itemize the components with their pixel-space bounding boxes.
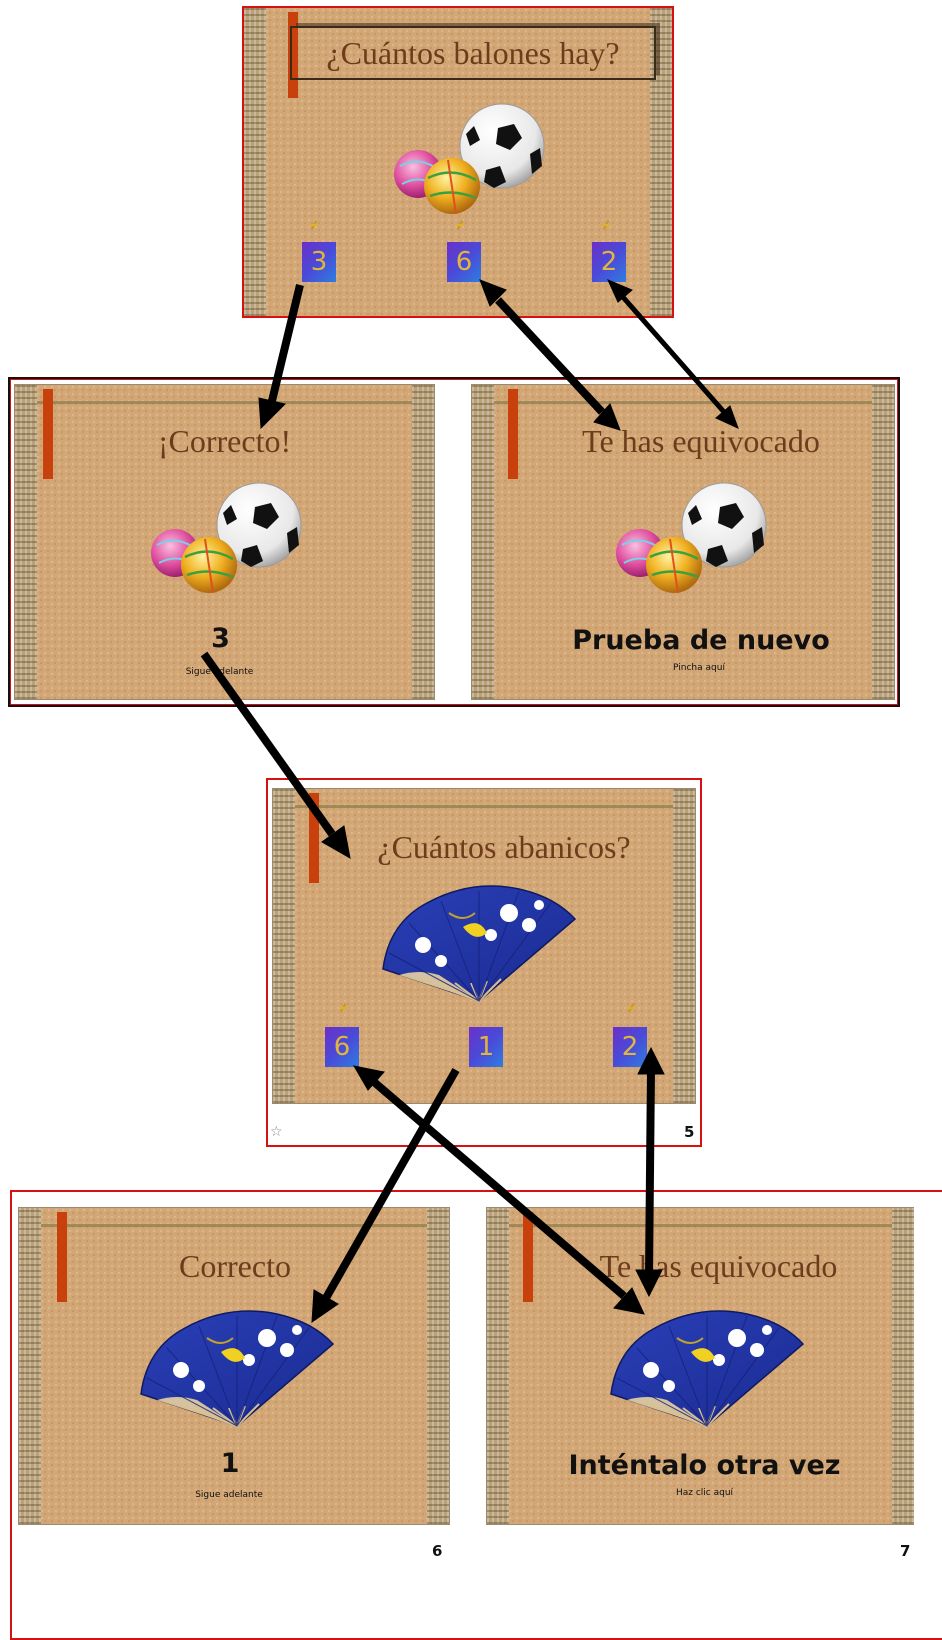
option-button-1[interactable]: 1 bbox=[469, 1027, 503, 1067]
answer-number: 3 bbox=[14, 623, 434, 654]
decor-top-band bbox=[494, 401, 872, 404]
option-button-2[interactable]: 2 bbox=[592, 242, 626, 282]
fan-image bbox=[137, 1308, 333, 1426]
retry-message: Prueba de nuevo bbox=[508, 625, 894, 656]
animation-spark-icon bbox=[456, 220, 464, 230]
page-number: 7 bbox=[900, 1542, 910, 1560]
slide-balls-wrong: Te has equivocado Prueba de nuevo Pincha… bbox=[471, 384, 895, 700]
retry-link[interactable]: Pincha aquí bbox=[504, 663, 894, 673]
slide-balls-question: ¿Cuántos balones hay? 3 6 2 bbox=[242, 6, 674, 318]
animation-spark-icon bbox=[310, 220, 318, 230]
decor-top-band bbox=[41, 1224, 427, 1227]
slide-title: ¿Cuántos abanicos? bbox=[313, 829, 695, 866]
decor-strip-left bbox=[244, 8, 266, 316]
decor-top-band bbox=[295, 805, 673, 808]
option-button-3[interactable]: 3 bbox=[302, 242, 336, 282]
animation-spark-icon bbox=[627, 1003, 635, 1013]
page-number: 6 bbox=[432, 1542, 442, 1560]
slide-fans-question: ¿Cuántos abanicos? 6 1 2 bbox=[272, 788, 696, 1104]
animation-spark-icon bbox=[602, 220, 610, 230]
slide-balls-correct: ¡Correcto! 3 Sigue adelante bbox=[14, 384, 435, 700]
decor-top-band bbox=[509, 1224, 892, 1227]
retry-message: Inténtalo otra vez bbox=[495, 1450, 914, 1481]
slide-title: Te has equivocado bbox=[523, 1248, 914, 1285]
animation-spark-icon bbox=[339, 1003, 347, 1013]
answer-number: 1 bbox=[18, 1448, 449, 1479]
star-outline-icon: ☆ bbox=[270, 1124, 283, 1140]
slide-title: Te has equivocado bbox=[508, 423, 894, 460]
decor-top-band bbox=[37, 401, 412, 404]
slide-title: ¿Cuántos balones hay? bbox=[290, 26, 656, 80]
balls-image bbox=[612, 483, 772, 603]
option-button-2[interactable]: 2 bbox=[613, 1027, 647, 1067]
option-button-6[interactable]: 6 bbox=[325, 1027, 359, 1067]
continue-link[interactable]: Sigue adelante bbox=[14, 667, 434, 677]
decor-strip-left bbox=[273, 789, 295, 1103]
slide-fans-wrong: Te has equivocado Inténtalo otra vez Haz… bbox=[486, 1207, 914, 1525]
balls-image bbox=[147, 483, 307, 603]
page-number: 5 bbox=[684, 1123, 694, 1141]
fan-image bbox=[607, 1308, 803, 1426]
retry-link[interactable]: Haz clic aquí bbox=[495, 1488, 914, 1498]
fan-image bbox=[379, 883, 575, 1001]
slide-fans-correct: Correcto 1 Sigue adelante bbox=[18, 1207, 450, 1525]
continue-link[interactable]: Sigue adelante bbox=[18, 1490, 449, 1500]
decor-strip-left bbox=[472, 385, 494, 699]
slide-title: ¡Correcto! bbox=[15, 423, 434, 460]
balls-image bbox=[390, 104, 550, 224]
option-button-6[interactable]: 6 bbox=[447, 242, 481, 282]
slide-title: Correcto bbox=[61, 1248, 409, 1285]
